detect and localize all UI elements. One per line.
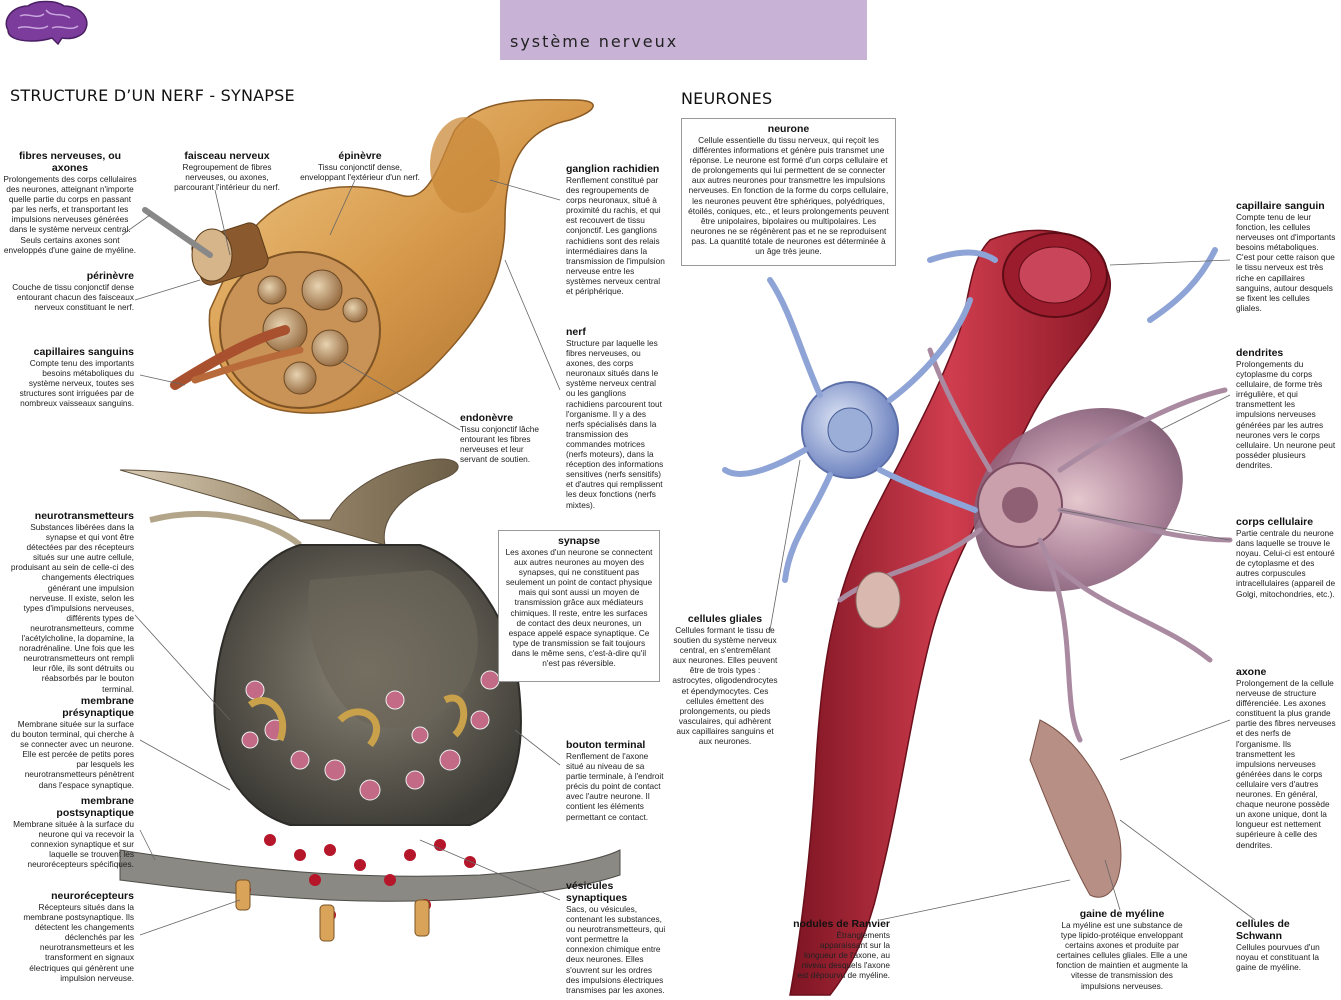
label-membrane-postsynaptique: membrane postsynaptique Membrane située … [13,795,134,870]
ganglion-shape [430,117,500,213]
label-faisceau: faisceau nerveux Regroupement de fibres … [174,150,280,193]
neuron-illustration [722,229,1233,996]
label-corps-cellulaire: corps cellulaire Partie centrale du neur… [1236,516,1336,599]
label-fibres: fibres nerveuses, ou axones Prolongement… [3,150,137,255]
label-ganglion: ganglion rachidien Renflement constitué … [566,163,665,297]
label-endonevre: endonèvre Tissu conjonctif lâche entoura… [460,412,540,465]
synapse-illustration [119,458,621,942]
label-cellules-schwann: cellules de Schwann Cellules pourvues d'… [1236,918,1320,973]
leader-lines [121,179,1256,936]
myelin-sheath-shape [1029,719,1122,898]
label-nodules-ranvier: nodules de Ranvier Étranglements apparai… [793,918,890,981]
section-title-nerve-synapse: STRUCTURE D’UN NERF - SYNAPSE [10,86,295,105]
nerve-illustration [142,99,594,414]
label-neurotransmetteurs: neurotransmetteurs Substances libérées d… [10,510,134,694]
section-title-neurones: NEURONES [681,89,773,108]
label-axone: axone Prolongement de la cellule nerveus… [1236,666,1336,850]
label-capillaires-sanguins: capillaires sanguins Compte tenu des imp… [19,346,134,409]
label-perinevre: périnèvre Couche de tissu conjonctif den… [12,270,134,313]
header-band [500,0,867,60]
label-nerf: nerf Structure par laquelle les fibres n… [566,326,664,510]
label-membrane-presynaptique: membrane présynaptique Membrane située s… [10,695,134,790]
label-gaine-myeline: gaine de myéline La myéline est une subs… [1056,908,1188,991]
brain-icon [5,0,88,46]
label-vesicules-synaptiques: vésicules synaptiques Sacs, ou vésicules… [566,880,666,995]
label-cellules-gliales: cellules gliales Cellules formant le tis… [672,613,778,747]
label-bouton-terminal: bouton terminal Renflement de l'axone si… [566,739,664,822]
label-capillaire-sanguin: capillaire sanguin Compte tenu de leur f… [1236,200,1336,313]
label-neurorecepteurs: neurorécepteurs Récepteurs situés dans l… [23,890,134,983]
header-title: système nerveux [510,32,679,51]
box-synapse: synapse Les axones d'un neurone se conne… [498,530,660,682]
label-dendrites: dendrites Prolongements du cytoplasme du… [1236,347,1336,470]
box-neurone: neurone Cellule essentielle du tissu ner… [681,118,896,266]
label-epinevre: épinèvre Tissu conjonctif dense, envelop… [300,150,420,183]
